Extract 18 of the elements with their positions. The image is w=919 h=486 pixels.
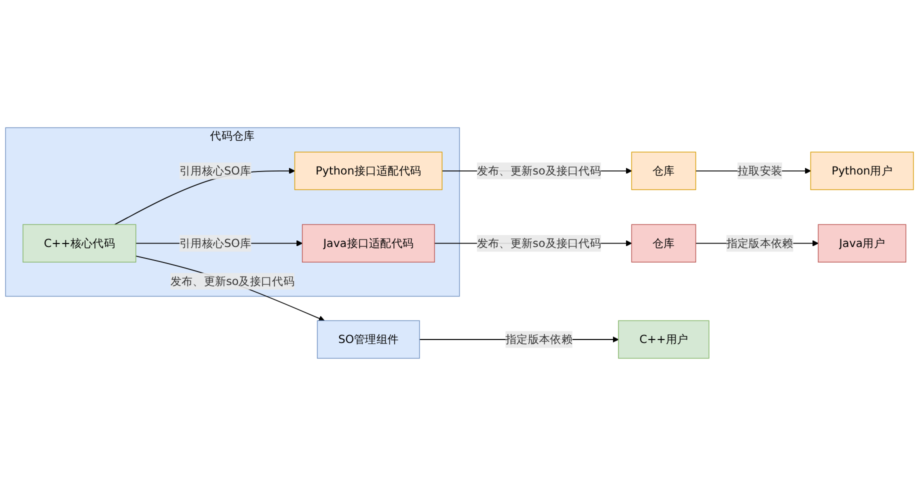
node-box: C++用户 (618, 320, 710, 359)
node-box: Java用户 (818, 224, 906, 262)
edge-label: 发布、更新so及接口代码 (476, 236, 602, 250)
edge-label: 拉取安装 (738, 164, 782, 178)
edge-label: 指定版本依赖 (506, 332, 572, 346)
edge-label: 引用核心SO库 (180, 164, 252, 178)
node-box: 仓库 (631, 152, 696, 190)
edge-label: 发布、更新so及接口代码 (476, 164, 602, 178)
node-box: C++核心代码 (22, 224, 136, 262)
node-box: 仓库 (631, 224, 696, 262)
edge-label: 指定版本依赖 (726, 236, 794, 250)
edge-label: 发布、更新so及接口代码 (170, 274, 294, 288)
node-box: Python用户 (810, 152, 914, 190)
arrow (135, 256, 325, 322)
node-box: Python接口适配代码 (294, 152, 442, 190)
node-box: SO管理组件 (316, 320, 420, 359)
edge-label: 引用核心SO库 (180, 236, 252, 250)
node-box: Java接口适配代码 (302, 224, 435, 262)
